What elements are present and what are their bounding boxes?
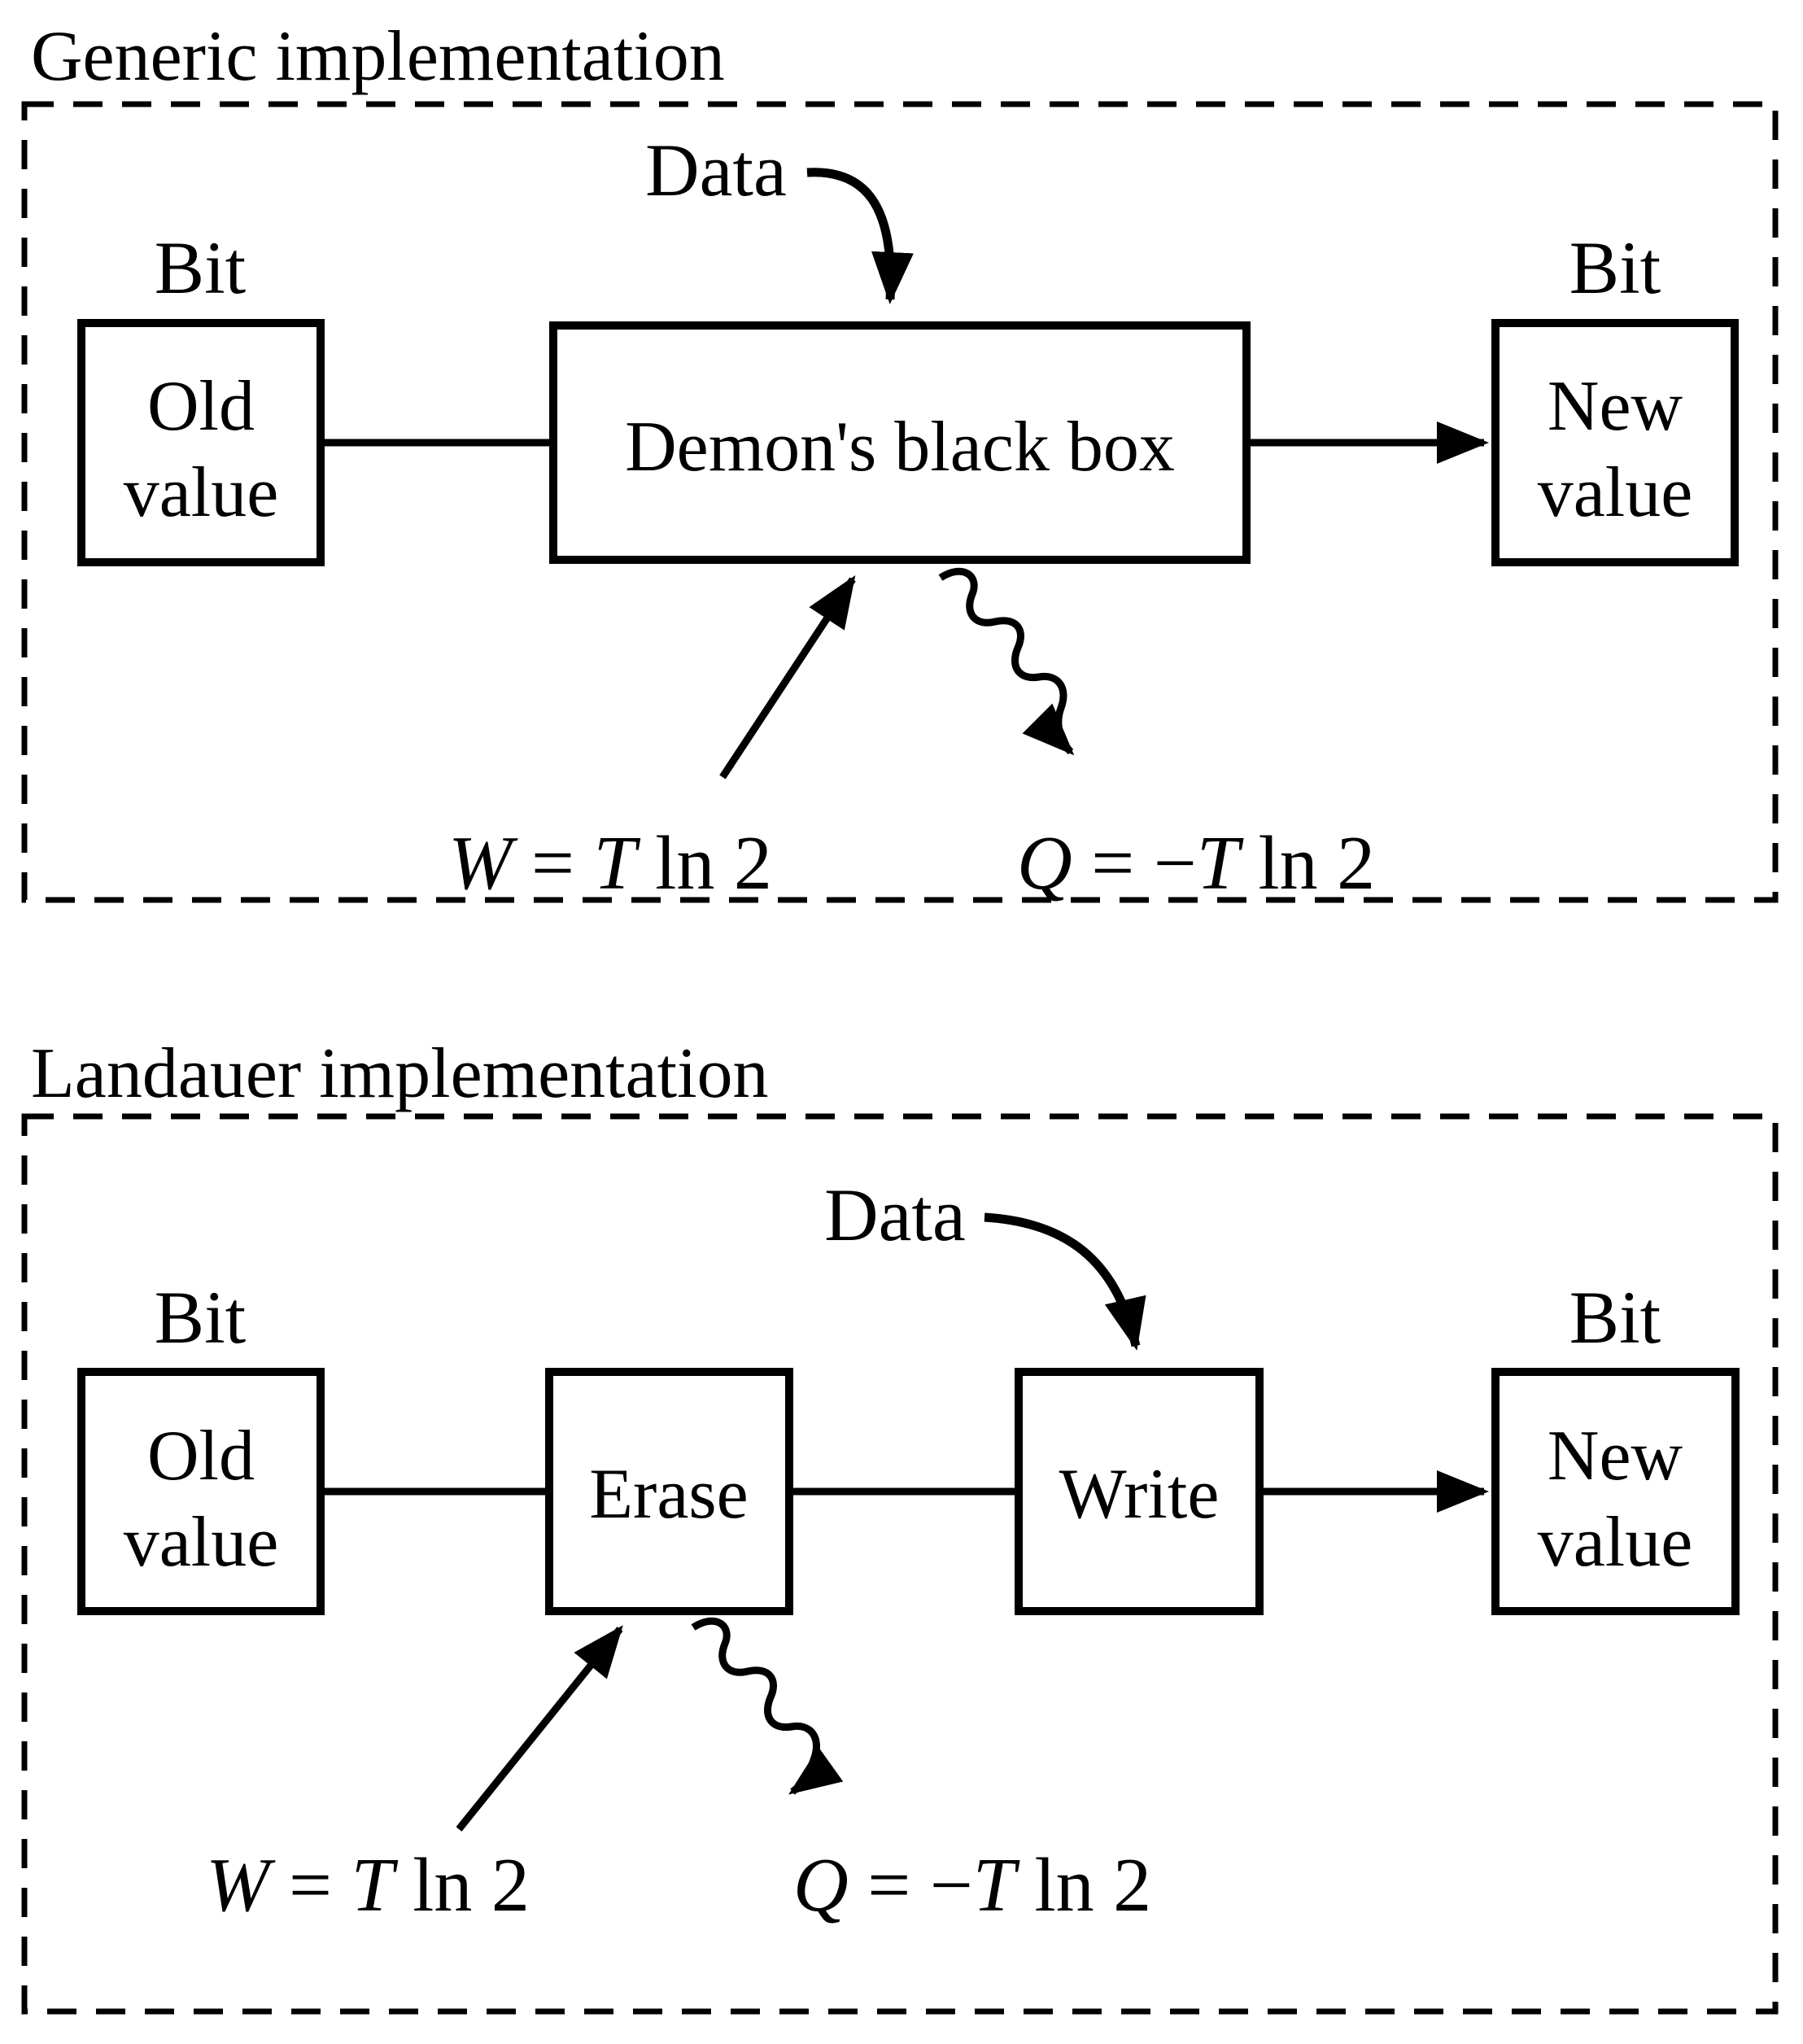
generic-heat-formula: Q = −T ln 2: [1017, 821, 1375, 906]
generic-old-value-line1: Old: [147, 367, 255, 446]
generic-section: Generic implementation Data Bit Bit Old …: [21, 17, 1779, 906]
generic-heat-output-arrow: [938, 567, 1075, 756]
generic-data-label: Data: [645, 129, 787, 212]
landauer-work-ln2: ln 2: [394, 1843, 530, 1928]
generic-work-ln2: ln 2: [636, 821, 772, 906]
generic-bit-left-label: Bit: [155, 226, 247, 309]
generic-bit-right-label: Bit: [1569, 226, 1661, 309]
generic-work-input-arrow: [719, 574, 856, 780]
landauer-heat-temperature-var: T: [973, 1843, 1020, 1928]
generic-work-var: W: [448, 821, 518, 906]
generic-new-value-line1: New: [1548, 367, 1683, 446]
landauer-heat-output-arrow: [691, 1617, 844, 1795]
generic-new-value-line2: value: [1538, 453, 1693, 532]
landauer-heat-ln2: ln 2: [1015, 1843, 1151, 1928]
generic-work-equals: =: [512, 821, 593, 906]
generic-new-value-box: [1491, 319, 1739, 566]
landauer-bit-left-label: Bit: [155, 1276, 247, 1359]
generic-heat-temperature-var: T: [1197, 821, 1244, 906]
landauer-new-value-line1: New: [1548, 1417, 1683, 1496]
generic-section-title: Generic implementation: [31, 17, 725, 96]
landauer-work-input-arrow: [456, 1625, 623, 1832]
landauer-old-value-line2: value: [124, 1503, 279, 1582]
landauer-heat-equals-minus: = −: [849, 1843, 973, 1928]
generic-work-formula: W = T ln 2: [448, 821, 772, 906]
landauer-data-input-arrow: [984, 1212, 1146, 1351]
generic-process-box-label: Demon's black box: [625, 408, 1175, 487]
landauer-work-temperature-var: T: [351, 1843, 398, 1928]
landauer-write-box-label: Write: [1059, 1455, 1220, 1534]
generic-heat-ln2: ln 2: [1239, 821, 1375, 906]
generic-heat-var: Q: [1017, 821, 1072, 906]
generic-data-input-arrow: [806, 168, 914, 304]
generic-old-value-line2: value: [124, 453, 279, 532]
landauer-work-equals: =: [269, 1843, 351, 1928]
landauer-section-title: Landauer implementation: [31, 1034, 769, 1113]
landauer-heat-formula: Q = −T ln 2: [793, 1843, 1151, 1928]
landauer-new-value-line2: value: [1538, 1503, 1693, 1582]
generic-work-temperature-var: T: [593, 821, 640, 906]
landauer-work-formula: W = T ln 2: [206, 1843, 530, 1928]
landauer-new-value-box: [1491, 1368, 1740, 1615]
landauer-data-label: Data: [824, 1173, 966, 1256]
generic-dashed-border: [21, 101, 1779, 903]
landauer-dashed-border: [21, 1113, 1779, 2015]
landauer-section: Landauer implementation Data Bit Bit Old…: [21, 1034, 1779, 2015]
landauer-old-value-line1: Old: [147, 1417, 255, 1496]
landauer-heat-var: Q: [793, 1843, 849, 1928]
landauer-work-var: W: [206, 1843, 276, 1928]
landauer-bit-right-label: Bit: [1569, 1276, 1661, 1359]
generic-heat-equals-minus: = −: [1072, 821, 1197, 906]
landauer-erase-box-label: Erase: [589, 1455, 748, 1534]
